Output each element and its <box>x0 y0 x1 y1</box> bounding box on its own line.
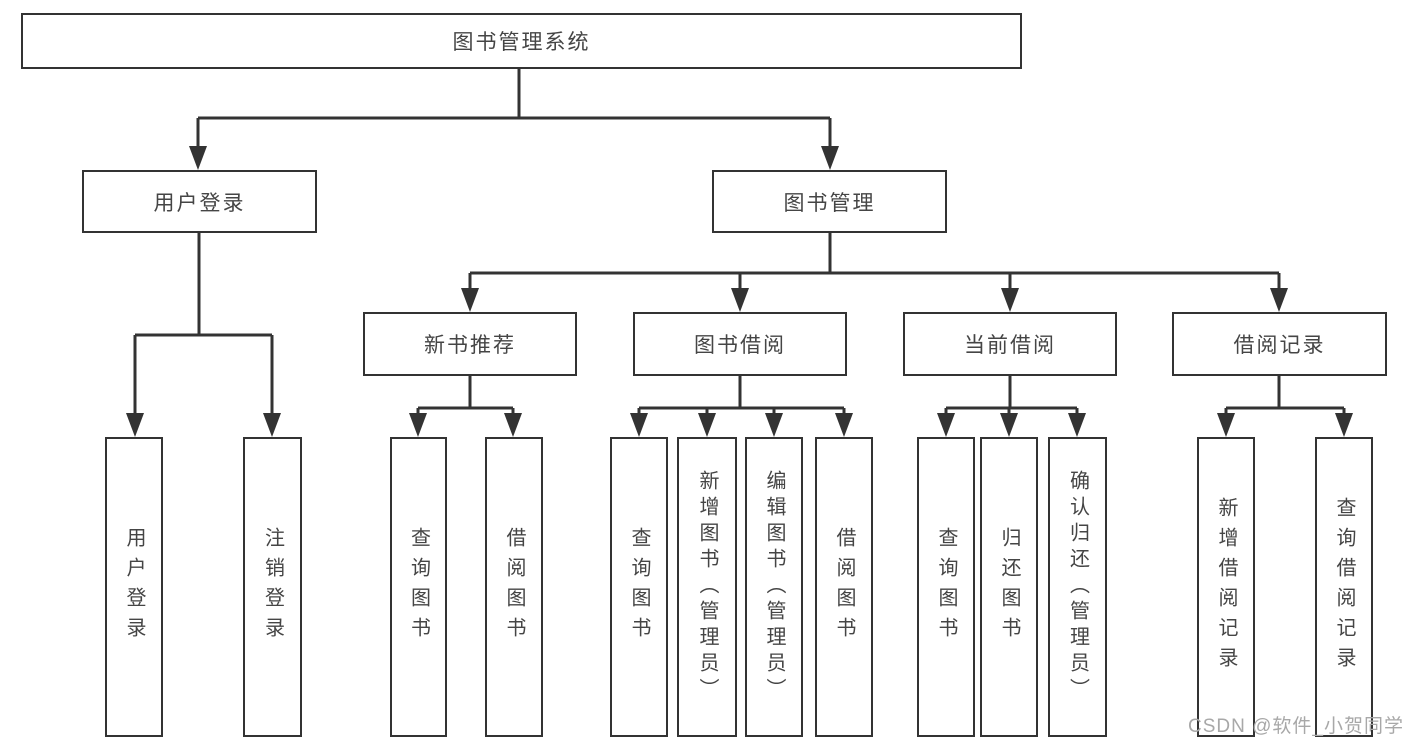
leaf-logout-login: 注销登录 <box>243 437 302 737</box>
leaf-borrow-books-borrowing-label: 借阅图书 <box>833 527 855 647</box>
node-new-book-recommendation-label: 新书推荐 <box>424 334 516 357</box>
leaf-confirm-return-admin-label: 确认归还（管理员） <box>1066 470 1089 704</box>
arrowhead-icons <box>126 146 1353 437</box>
leaf-query-books-borrowing-label: 查询图书 <box>628 527 650 647</box>
leaf-query-borrow-record: 查询借阅记录 <box>1315 437 1373 737</box>
leaf-query-books-borrowing: 查询图书 <box>610 437 668 737</box>
leaf-edit-books-admin: 编辑图书（管理员） <box>745 437 803 737</box>
node-borrowing-records-label: 借阅记录 <box>1233 334 1326 357</box>
leaf-borrow-books-recommend-label: 借阅图书 <box>503 527 525 647</box>
leaf-query-books-current: 查询图书 <box>917 437 975 737</box>
node-book-management-label: 图书管理 <box>783 191 876 215</box>
leaf-add-books-admin: 新增图书（管理员） <box>677 437 737 737</box>
leaf-user-login: 用户登录 <box>105 437 163 737</box>
leaf-query-books-recommend: 查询图书 <box>390 437 447 737</box>
leaf-query-books-current-label: 查询图书 <box>935 527 957 647</box>
leaf-confirm-return-admin: 确认归还（管理员） <box>1048 437 1107 737</box>
leaf-user-login-label: 用户登录 <box>123 527 145 647</box>
node-new-book-recommendation: 新书推荐 <box>363 312 577 376</box>
node-book-management: 图书管理 <box>712 170 947 233</box>
leaf-add-borrow-record-label: 新增借阅记录 <box>1215 497 1237 677</box>
leaf-query-borrow-record-label: 查询借阅记录 <box>1333 497 1355 677</box>
node-root: 图书管理系统 <box>21 13 1022 69</box>
node-current-borrowing: 当前借阅 <box>903 312 1117 376</box>
leaf-logout-login-label: 注销登录 <box>261 527 284 647</box>
node-borrowing-records: 借阅记录 <box>1172 312 1387 376</box>
node-root-label: 图书管理系统 <box>452 31 591 54</box>
node-user-login-label: 用户登录 <box>153 191 246 215</box>
leaf-borrow-books-recommend: 借阅图书 <box>485 437 543 737</box>
leaf-add-borrow-record: 新增借阅记录 <box>1197 437 1255 737</box>
leaf-edit-books-admin-label: 编辑图书（管理员） <box>763 470 785 704</box>
node-book-borrowing-label: 图书借阅 <box>694 334 786 357</box>
leaf-query-books-recommend-label: 查询图书 <box>407 527 430 647</box>
leaf-return-books-label: 归还图书 <box>998 527 1020 647</box>
leaf-return-books: 归还图书 <box>980 437 1038 737</box>
node-user-login: 用户登录 <box>82 170 317 233</box>
leaf-borrow-books-borrowing: 借阅图书 <box>815 437 873 737</box>
leaf-add-books-admin-label: 新增图书（管理员） <box>696 470 718 704</box>
node-current-borrowing-label: 当前借阅 <box>964 334 1056 357</box>
node-book-borrowing: 图书借阅 <box>633 312 847 376</box>
watermark: CSDN @软件_小贺同学 <box>1188 716 1404 737</box>
